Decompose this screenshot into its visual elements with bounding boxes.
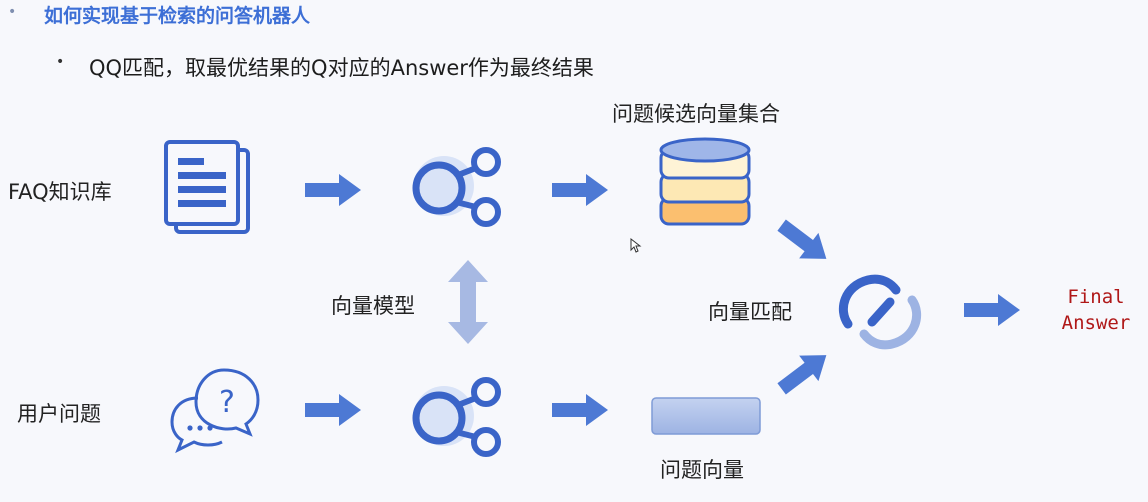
arrow-match-to-answer — [964, 294, 1020, 326]
vector-model-icon-top — [412, 147, 501, 227]
vector-model-icon-bottom — [412, 377, 501, 457]
vector-match-icon — [838, 274, 922, 350]
title-bullet: • — [8, 4, 17, 20]
database-icon — [659, 137, 751, 226]
vector-match-label: 向量匹配 — [708, 300, 792, 324]
final-answer: Final Answer — [1050, 284, 1142, 336]
question-vector-label: 问题向量 — [660, 458, 744, 482]
user-question-label: 用户问题 — [17, 402, 101, 426]
final-answer-line1: Final — [1067, 286, 1125, 308]
point-text: QQ匹配，取最优结果的Q对应的Answer作为最终结果 — [89, 56, 594, 80]
arrow-model-to-database — [552, 174, 608, 206]
faq-label: FAQ知识库 — [8, 180, 112, 204]
mouse-cursor-icon — [630, 237, 642, 253]
arrow-faq-to-model — [305, 174, 361, 206]
arrow-database-to-match — [777, 219, 827, 259]
arrow-model-to-vector — [552, 394, 608, 426]
svg-text:?: ? — [219, 385, 235, 420]
vector-model-label: 向量模型 — [331, 294, 415, 318]
candidate-set-label: 问题候选向量集合 — [612, 102, 780, 126]
document-icon — [164, 140, 250, 234]
arrow-vector-to-match — [777, 355, 827, 395]
chat-question-icon: ? — [170, 368, 260, 454]
page-title: 如何实现基于检索的问答机器人 — [44, 5, 311, 27]
point-bullet: • — [56, 54, 65, 70]
final-answer-line2: Answer — [1061, 312, 1131, 334]
double-arrow-vertical — [448, 260, 488, 344]
arrow-question-to-model — [305, 394, 361, 426]
question-vector-bar — [651, 397, 761, 435]
